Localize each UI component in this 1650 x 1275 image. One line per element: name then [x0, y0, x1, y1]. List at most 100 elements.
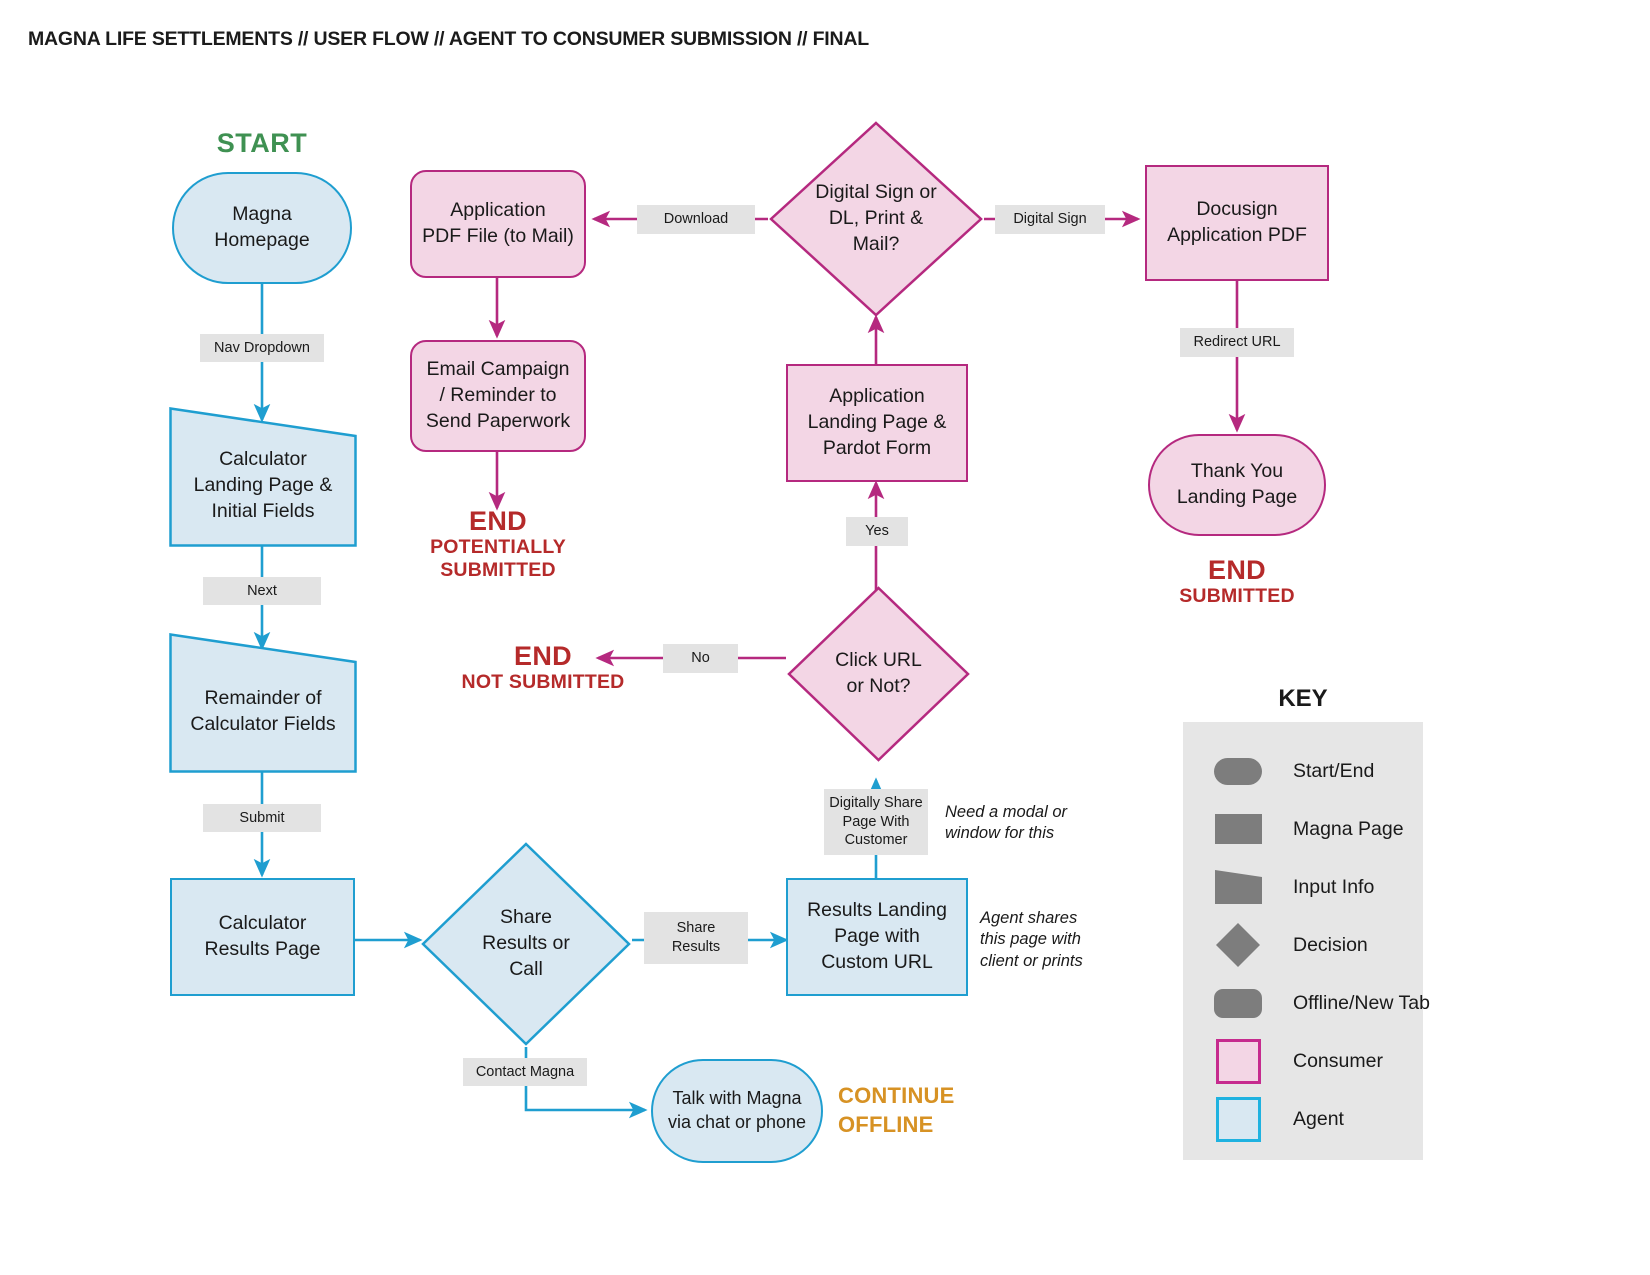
end-submitted-marker: END SUBMITTED	[1127, 555, 1347, 608]
stadium-shape-icon	[1214, 757, 1262, 785]
key-item-consumer: Consumer	[1183, 1032, 1423, 1090]
key-item-offline-new-tab: Offline/New Tab	[1183, 974, 1430, 1032]
edge-label-submit-text: Submit	[239, 809, 285, 826]
start-marker: START	[216, 128, 308, 158]
key-swatch-wrap	[1183, 988, 1293, 1018]
end-not-submitted-line1: NOT SUBMITTED	[461, 671, 625, 694]
end-potentially-submitted-marker: END POTENTIALLY SUBMITTED	[388, 506, 608, 582]
edge-label-nav-dropdown: Nav Dropdown	[200, 334, 324, 362]
continue-offline-line2: OFFLINE	[838, 1111, 934, 1137]
key-label-input-info: Input Info	[1293, 875, 1375, 898]
edge-label-digital-sign-text: Digital Sign	[1013, 211, 1087, 228]
rectangle-shape-icon	[1214, 814, 1262, 844]
trapezoid-shape-icon	[1214, 870, 1262, 904]
key-swatch-wrap	[1183, 923, 1293, 967]
edge-label-no-text: No	[691, 650, 710, 667]
key-swatch-wrap	[1183, 757, 1293, 785]
edge-label-yes-text: Yes	[865, 523, 889, 540]
end-submitted-big: END	[1208, 555, 1266, 585]
end-potentially-submitted-line2: SUBMITTED	[440, 559, 556, 582]
edge-label-no: No	[663, 644, 738, 673]
edge-label-next: Next	[203, 577, 321, 605]
continue-offline-line1: CONTINUE	[838, 1083, 955, 1108]
edge-label-digital-sign: Digital Sign	[995, 205, 1105, 234]
end-submitted-line1: SUBMITTED	[1179, 585, 1295, 608]
edge-label-contact-magna: Contact Magna	[463, 1058, 587, 1086]
key-swatch-wrap	[1183, 1038, 1293, 1084]
continue-offline-marker: CONTINUE OFFLINE	[838, 1082, 1028, 1139]
edge-label-contact-magna-text: Contact Magna	[475, 1063, 575, 1080]
key-label-magna-page: Magna Page	[1293, 817, 1404, 840]
edge-label-yes: Yes	[846, 517, 908, 546]
end-not-submitted-marker: END NOT SUBMITTED	[432, 641, 654, 694]
decision-shape-icon	[769, 121, 983, 317]
edge-label-nav-dropdown-text: Nav Dropdown	[214, 339, 310, 356]
edge-label-download: Download	[637, 205, 755, 234]
end-potentially-submitted-big: END	[469, 506, 527, 536]
edge-label-submit: Submit	[203, 804, 321, 832]
agent-color-swatch-icon	[1215, 1096, 1261, 1142]
key-label-agent: Agent	[1293, 1107, 1344, 1130]
edge-label-redirect-url-text: Redirect URL	[1193, 334, 1281, 351]
rounded-rectangle-shape-icon	[1214, 988, 1262, 1018]
input-info-shape-icon	[169, 407, 357, 547]
key-label-start-end: Start/End	[1293, 759, 1375, 782]
decision-shape-icon	[421, 842, 631, 1046]
end-potentially-submitted-line1: POTENTIALLY	[430, 536, 566, 559]
key-label-decision: Decision	[1293, 933, 1368, 956]
edge-label-redirect-url: Redirect URL	[1180, 328, 1294, 357]
key-swatch-wrap	[1183, 814, 1293, 844]
input-info-shape-icon	[169, 633, 357, 773]
key-swatch-wrap	[1183, 1096, 1293, 1142]
key-item-agent: Agent	[1183, 1090, 1423, 1148]
key-swatch-wrap	[1183, 870, 1293, 904]
edge-label-download-text: Download	[663, 211, 729, 228]
key-item-magna-page: Magna Page	[1183, 800, 1423, 858]
key-panel: Start/End Magna Page Input Info Decision	[1183, 722, 1430, 1160]
key-label-consumer: Consumer	[1293, 1049, 1383, 1072]
key-label-offline-new-tab: Offline/New Tab	[1293, 991, 1430, 1014]
edge-label-next-text: Next	[247, 582, 277, 599]
consumer-color-swatch-icon	[1215, 1038, 1261, 1084]
diamond-shape-icon	[1216, 923, 1260, 967]
decision-shape-icon	[787, 586, 970, 762]
page-title: MAGNA LIFE SETTLEMENTS // USER FLOW // A…	[28, 28, 870, 50]
end-not-submitted-big: END	[514, 641, 572, 671]
